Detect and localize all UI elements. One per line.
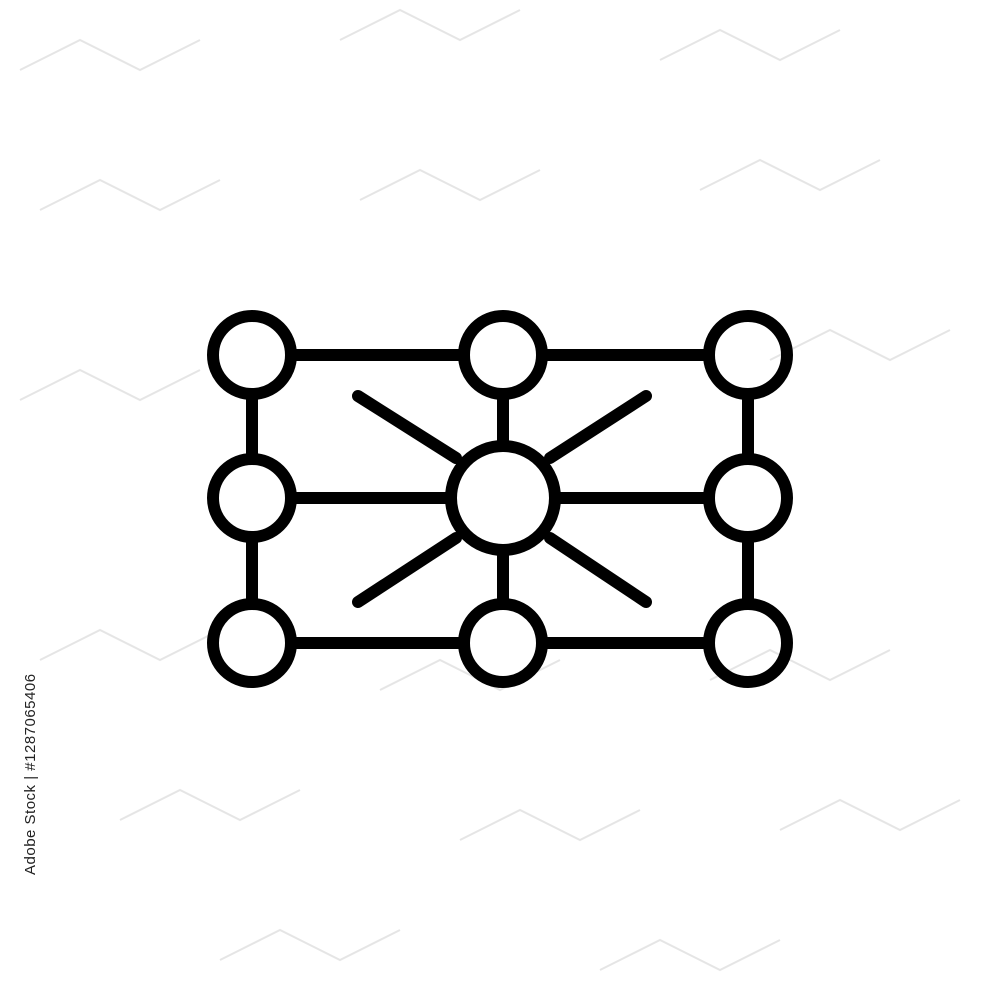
lower-left-spoke: [352, 532, 462, 608]
bottom-left-node-icon: [207, 598, 297, 688]
center-node-icon: [445, 440, 561, 556]
middle-left-node-icon: [207, 453, 297, 543]
top-right-node-icon: [703, 310, 793, 400]
bottom-right-node-icon: [703, 598, 793, 688]
stock-image-id: Adobe Stock | #1287065406: [22, 673, 39, 875]
lower-right-spoke: [544, 532, 652, 608]
upper-left-spoke: [352, 390, 462, 464]
middle-right-node-icon: [703, 453, 793, 543]
bottom-middle-node-icon: [458, 598, 548, 688]
upper-right-spoke: [544, 390, 652, 464]
top-middle-node-icon: [458, 310, 548, 400]
top-left-node-icon: [207, 310, 297, 400]
